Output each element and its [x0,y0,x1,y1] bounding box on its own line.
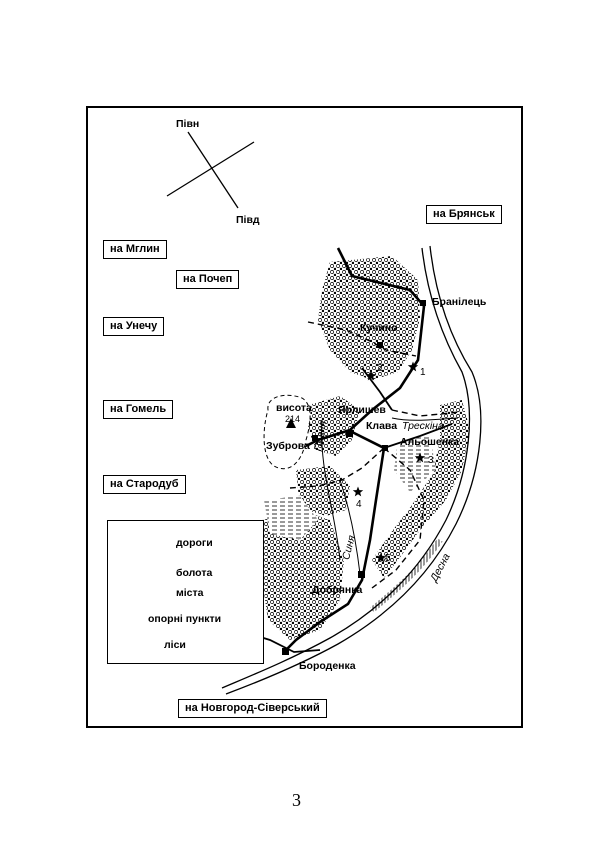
strongpoint-star-icon [375,552,387,563]
direction-unecha: на Унечу [103,317,165,336]
road-dashed-4 [371,447,425,589]
label-kuchino: Кучино [360,322,398,334]
river-hatch [370,538,443,613]
strongpoint-star-icon [365,370,377,381]
label-klava: Клава [366,420,398,432]
road-dashed-3 [289,447,385,489]
strongpoint-number-3: 3 [428,455,434,466]
strongpoint-star-icon [352,486,364,497]
direction-mglin: на Мглин [103,240,167,259]
direction-gomel: на Гомель [103,400,174,419]
forest-west [262,510,344,640]
strongpoint-star-icon [407,361,419,372]
river-desna-outer [225,245,482,695]
legend-towns-label: міста [176,587,204,599]
forest-southwest [296,466,350,516]
town-zubrova [312,435,318,441]
direction-pochep: на Почеп [176,270,240,289]
label-vysota: висота [276,402,312,414]
compass-south-label: Півд [236,214,260,226]
label-borodenka: Бороденка [299,660,356,672]
river-trieskina [391,417,459,421]
forest-north [318,256,420,380]
road-dashed-2 [391,409,461,417]
river-pranya [321,419,341,561]
strongpoint-number-5: 5 [385,553,391,564]
road-main-3 [383,423,453,449]
label-yaroloshev: Ярлишев [338,404,386,416]
page-number: 3 [292,790,301,810]
direction-novgorod: на Новгород-Сіверський [178,699,327,718]
label-zubrova: Зуброва [266,440,310,452]
swamp-east [394,436,436,492]
strongpoint-number-1: 1 [420,367,426,378]
strongpoint-number-4: 4 [356,499,362,510]
legend-box: дороги болота міста опорні пункти ліси [107,520,264,664]
legend-swamps-label: болота [176,567,213,579]
legend-roads-label: дороги [176,537,213,549]
label-aloshenka: Альошенка [400,436,460,448]
legend-strongpoints-label: опорні пункти [148,613,222,625]
label-dobrianka: Добрянка [312,584,363,596]
town-aloshenka [382,445,388,451]
label-vysota-num: 214 [285,414,301,424]
forest-center [308,396,360,456]
compass-line-ns [187,131,239,209]
height-marker [286,418,296,428]
town-yaroloshev [346,430,353,437]
town-kuchino [377,342,383,348]
strongpoint-star-icon [414,452,426,463]
direction-bryansk: на Брянськ [426,205,502,224]
compass-north-label: Півн [176,118,200,130]
forest-east [372,400,470,578]
legend-forests-label: ліси [164,639,186,651]
road-main-1 [305,247,426,448]
label-trieskina: Трескіна [402,420,444,432]
town-borodenka [282,648,289,655]
river-synya [339,479,361,575]
height-contour [263,394,311,470]
compass-line-ew [166,141,255,197]
town-dobrianka [358,571,365,578]
label-branilets: Бранілець [432,296,487,308]
town-branilets [420,300,426,306]
strongpoint-number-2: 2 [377,363,383,374]
road-main-2 [283,430,386,653]
swamp-west [264,496,318,540]
direction-starodub: на Стародуб [103,475,186,494]
road-dashed-1 [307,321,417,357]
